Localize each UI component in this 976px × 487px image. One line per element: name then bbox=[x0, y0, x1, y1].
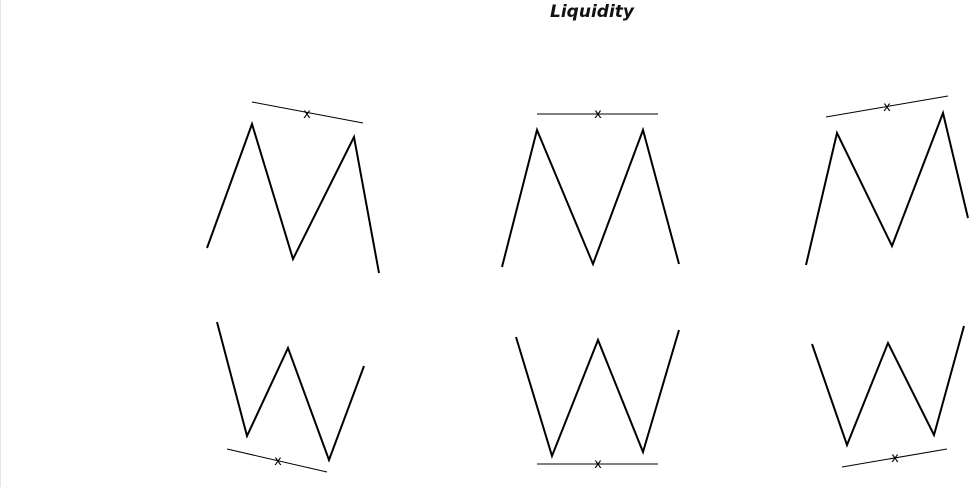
liquidity-level-line bbox=[841, 448, 948, 468]
liquidity-marker: x bbox=[274, 454, 282, 469]
liquidity-marker: x bbox=[883, 100, 891, 115]
w-wave bbox=[515, 329, 680, 460]
liquidity-level-line bbox=[251, 101, 364, 124]
m-pattern-flat: x bbox=[501, 107, 680, 268]
w-pattern-ascending: x bbox=[811, 325, 965, 468]
liquidity-marker: x bbox=[303, 107, 311, 122]
m-pattern-ascending: x bbox=[805, 95, 969, 266]
w-wave bbox=[216, 321, 365, 463]
m-wave bbox=[805, 109, 969, 266]
liquidity-level-line bbox=[825, 95, 949, 118]
liquidity-marker: x bbox=[594, 107, 602, 122]
liquidity-level-line bbox=[226, 448, 328, 473]
w-wave bbox=[811, 325, 965, 448]
m-pattern-descending: x bbox=[206, 101, 380, 274]
m-wave bbox=[501, 126, 680, 268]
left-border bbox=[0, 0, 1, 487]
diagram-title: Liquidity bbox=[550, 2, 634, 22]
liquidity-marker: x bbox=[594, 457, 602, 472]
w-pattern-flat: x bbox=[515, 329, 680, 472]
m-wave bbox=[206, 120, 380, 274]
w-pattern-descending: x bbox=[216, 321, 365, 473]
liquidity-marker: x bbox=[891, 451, 899, 466]
